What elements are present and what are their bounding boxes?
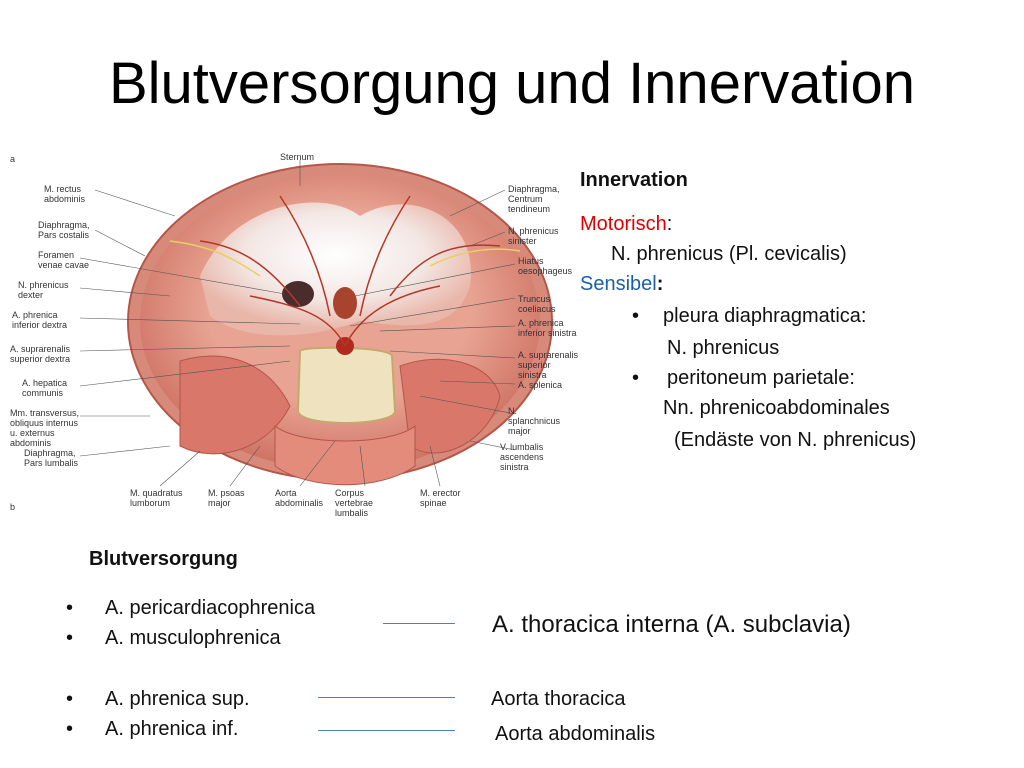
figure-label-left: Diaphragma, Pars lumbalis (24, 448, 79, 468)
figure-label-left: A. suprarenalis superior dextra (10, 344, 71, 364)
figure-label-left: A. phrenica inferior dextra (12, 310, 68, 330)
figure-panel-b-label: b (10, 502, 16, 512)
diaphragm-illustration (79, 160, 553, 487)
figure-label-right: Diaphragma, Centrum tendineum (508, 184, 560, 214)
figure-label-left: Diaphragma, Pars costalis (38, 220, 90, 240)
bullet-dot: • (632, 367, 640, 389)
source-artery: A. thoracica interna (A. subclavia) (492, 611, 851, 638)
figure-label-top: Sternum (280, 152, 315, 162)
motorisch-label: Motorisch (580, 213, 667, 235)
artery-item: A. phrenica sup. (105, 688, 250, 710)
figure-panel-a-label: a (10, 154, 16, 164)
figure-label-right: A. suprarenalis superior sinistra (518, 350, 579, 380)
artery-item: A. phrenica inf. (105, 718, 239, 740)
artery-item: A. musculophrenica (105, 627, 281, 649)
bullet-dot: • (632, 305, 640, 327)
connector-line (318, 697, 455, 698)
figure-label-right: Hiatus oesophageus (518, 256, 573, 276)
motorisch-line: Motorisch: (580, 212, 672, 236)
figure-label-bottom: M. psoas major (208, 488, 245, 508)
figure-label-bottom: M. erector spinae (420, 488, 461, 508)
bullet-dot: • (66, 597, 74, 619)
artery-item: A. pericardiacophrenica (105, 597, 316, 619)
figure-label-left: N. phrenicus dexter (18, 280, 69, 300)
figure-label-right: N. phrenicus sinister (508, 226, 559, 246)
slide-title: Blutversorgung und Innervation (108, 51, 916, 116)
figure-label-right: A. phrenica inferior sinistra (518, 318, 577, 338)
source-artery: Aorta abdominalis (495, 723, 656, 745)
source-artery: Aorta thoracica (491, 688, 626, 710)
innervation-heading: Innervation (580, 169, 688, 191)
figure-label-right: Truncus coeliacus (518, 294, 556, 314)
sensibel-line: Sensibel: (580, 272, 663, 296)
connector-line (383, 623, 455, 624)
figure-label-right: A. splenica (518, 380, 563, 390)
bullet-dot: • (66, 718, 74, 740)
figure-label-bottom: Corpus vertebrae lumbalis (335, 488, 374, 518)
figure-label-right: V. lumbalis ascendens sinistra (500, 442, 544, 472)
connector-line (318, 730, 455, 731)
blutversorgung-heading: Blutversorgung (89, 548, 238, 570)
bullet-dot: • (66, 688, 74, 710)
innervation-item-name: pleura diaphragmatica: (663, 305, 867, 327)
motorisch-colon: : (666, 213, 673, 235)
innervation-item-nerve: N. phrenicus (667, 337, 780, 359)
figure-label-right: N. splanchnicus major (508, 406, 561, 436)
sensibel-label: Sensibel (580, 273, 657, 295)
motorisch-nerve: N. phrenicus (Pl. cevicalis) (611, 243, 847, 265)
innervation-item-name: peritoneum parietale: (667, 367, 855, 389)
figure-label-left: Foramen venae cavae (38, 250, 90, 270)
figure-label-left: A. hepatica communis (22, 378, 68, 398)
figure-label-bottom: M. quadratus lumborum (130, 488, 183, 508)
figure-label-left: M. rectus abdominis (44, 184, 86, 204)
diaphragm-figure: a b Sternum M. rectus abdominis Diaphrag… (0, 146, 590, 518)
bullet-dot: • (66, 627, 74, 649)
innervation-item-nerve: Nn. phrenicoabdominales (663, 397, 890, 419)
sensibel-colon: : (656, 273, 664, 295)
figure-label-bottom: Aorta abdominalis (275, 488, 324, 508)
innervation-item-note: (Endäste von N. phrenicus) (674, 429, 917, 451)
figure-label-left: Mm. transversus, obliquus internus u. ex… (10, 408, 80, 448)
